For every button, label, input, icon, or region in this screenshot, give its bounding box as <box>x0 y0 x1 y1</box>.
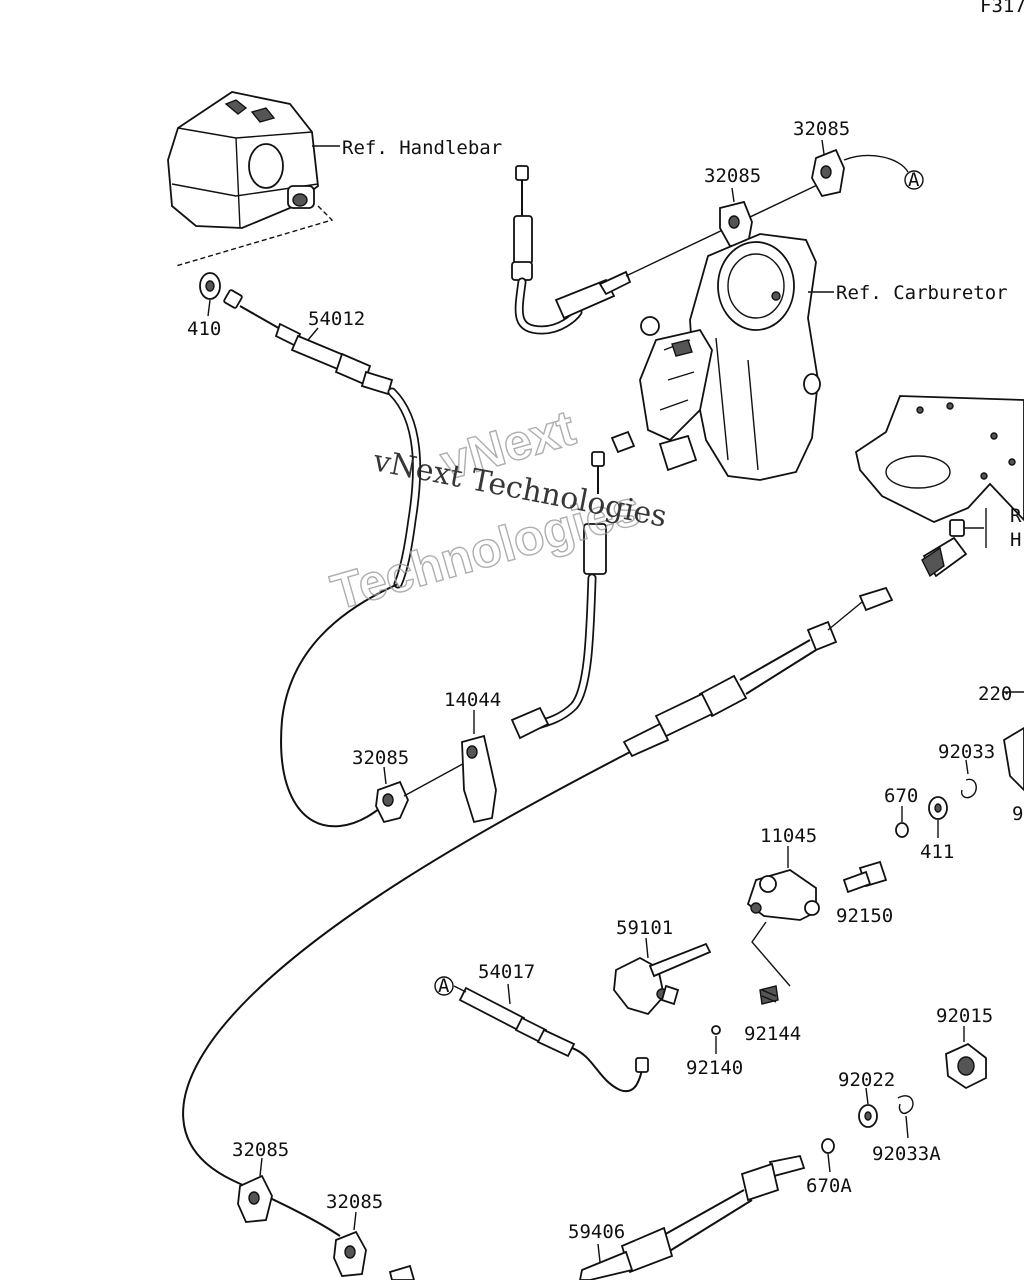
label-32085-bottom-left: 32085 <box>232 1139 289 1161</box>
marker-a-top: A <box>908 169 920 191</box>
carburetor-body <box>639 233 821 481</box>
washer-411 <box>928 796 948 820</box>
cable-holder-32085-bottom-right <box>333 1230 367 1277</box>
ref-right-cut-2: H <box>1010 529 1021 551</box>
label-32085-bottom-right: 32085 <box>326 1191 383 1213</box>
label-59406: 59406 <box>568 1221 625 1243</box>
label-92033a: 92033A <box>872 1143 941 1165</box>
label-32085-top-left: 32085 <box>704 165 761 187</box>
nut-92015 <box>945 1042 987 1090</box>
label-92150: 92150 <box>836 905 893 927</box>
label-14044: 14044 <box>444 689 501 711</box>
cable-holder-32085-bottom-left <box>237 1174 273 1223</box>
marker-a-left: A <box>438 975 450 997</box>
washer-92022 <box>858 1104 878 1128</box>
mounting-plate <box>854 395 1024 578</box>
clip-92033 <box>960 778 977 799</box>
drawing-code: F3175 <box>980 0 1024 17</box>
clip-92033a <box>897 1095 914 1114</box>
bracket-14044 <box>461 734 497 824</box>
label-92140: 92140 <box>686 1057 743 1079</box>
cable-59406 <box>579 1154 806 1280</box>
cable-end-bottom <box>388 1264 415 1280</box>
label-59101: 59101 <box>616 917 673 939</box>
label-670a: 670A <box>806 1175 852 1197</box>
label-220: 220 <box>978 683 1012 705</box>
ring-670 <box>895 822 909 838</box>
throttle-cable-54012 <box>223 289 422 828</box>
pin-92140 <box>711 1025 721 1035</box>
label-9-cut: 9 <box>1012 803 1023 825</box>
ring-670a <box>821 1138 835 1154</box>
handlebar-switch-housing <box>167 91 319 229</box>
ref-handlebar: Ref. Handlebar <box>342 137 502 159</box>
bracket-11045 <box>746 869 820 921</box>
label-32085-left: 32085 <box>352 747 409 769</box>
label-410: 410 <box>187 318 221 340</box>
choke-cable-middle <box>510 430 636 740</box>
label-670: 670 <box>884 785 918 807</box>
choke-cable-54017 <box>458 986 649 1093</box>
cable-holder-32085-left <box>375 780 409 824</box>
label-92033: 92033 <box>938 741 995 763</box>
choke-cable-upper <box>511 165 833 335</box>
label-92144: 92144 <box>744 1023 801 1045</box>
washer-410 <box>199 272 221 300</box>
label-54012: 54012 <box>308 308 365 330</box>
bolt-92150 <box>842 860 888 894</box>
ref-right-cut-1: R <box>1010 505 1022 527</box>
cut-part-right <box>1003 726 1024 792</box>
lever-59101 <box>613 942 712 1016</box>
label-92022: 92022 <box>838 1069 895 1091</box>
spring-92144 <box>759 985 779 1005</box>
label-32085-top-right: 32085 <box>793 118 850 140</box>
label-411: 411 <box>920 841 954 863</box>
label-92015: 92015 <box>936 1005 993 1027</box>
label-54017: 54017 <box>478 961 535 983</box>
cable-holder-32085-top-right <box>811 148 845 198</box>
ref-carburetor: Ref. Carburetor <box>836 282 1008 304</box>
label-11045: 11045 <box>760 825 817 847</box>
